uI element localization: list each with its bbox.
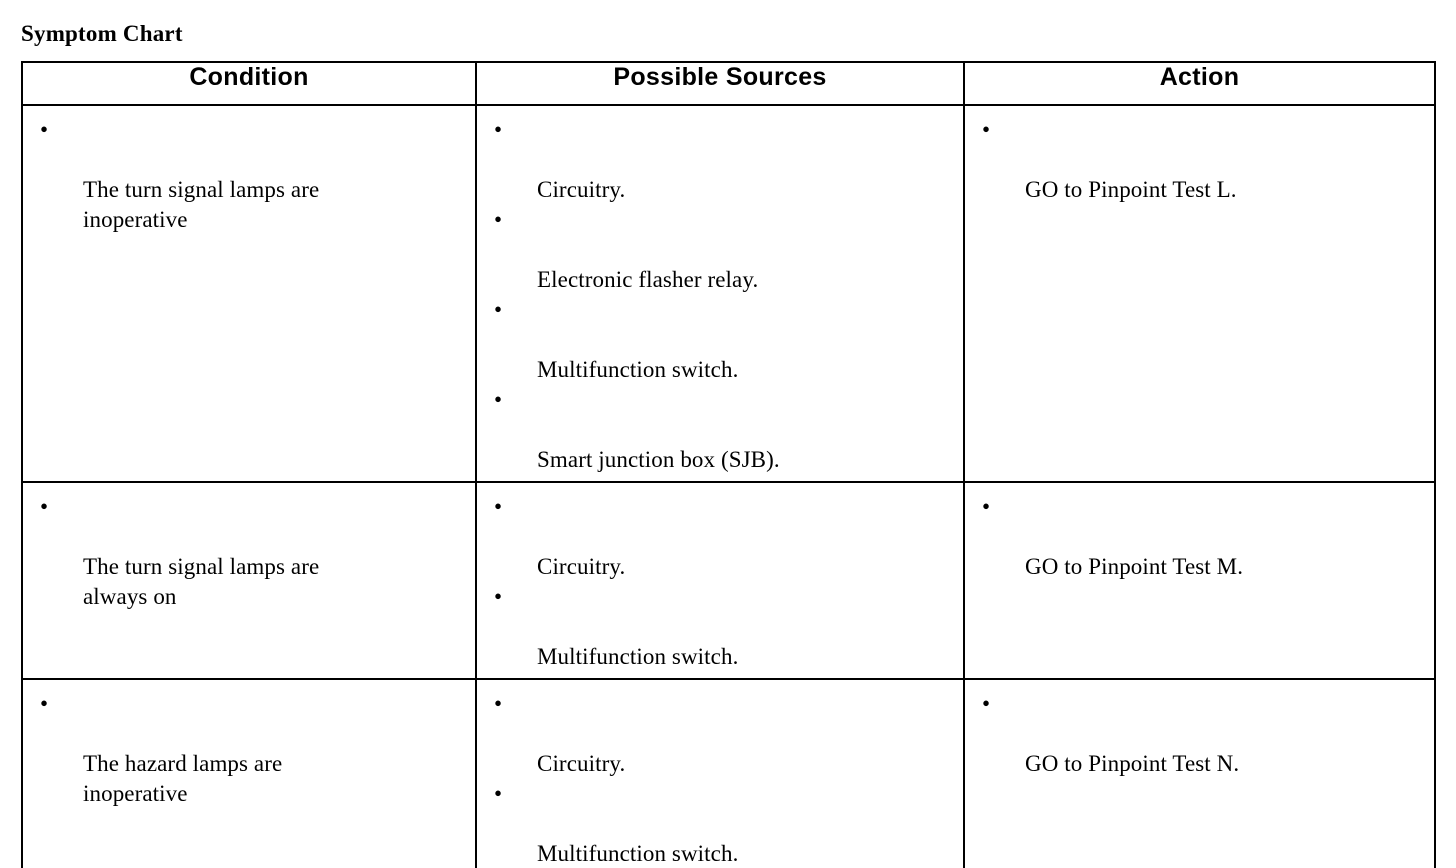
bullet-icon: • [40,494,49,519]
list-item: • GO to Pinpoint Test N. [965,689,1428,779]
table-header: Condition Possible Sources Action [21,61,1436,106]
bullet-icon: • [494,117,503,142]
list-item-text: Electronic flasher relay. [537,267,759,292]
bullet-list: • Circuitry. • Electronic flasher relay.… [477,106,963,481]
list-item: • Electronic flasher relay. [477,205,957,295]
list-item-text: The hazard lamps are inoperative [83,751,283,806]
bullet-icon: • [494,691,503,716]
cell-condition: • The turn signal lamps are inoperative [21,104,477,483]
list-item-text: Multifunction switch. [537,644,739,669]
column-header-action: Action [963,61,1436,106]
table-body: • The turn signal lamps are inoperative … [21,104,1436,868]
list-item: • Circuitry. [477,689,957,779]
bullet-icon: • [494,387,503,412]
cell-possible-sources: • Circuitry. • Multifunction switch. • S… [475,678,965,868]
list-item-text: Circuitry. [537,177,626,202]
column-header-condition: Condition [21,61,477,106]
list-item-text: GO to Pinpoint Test M. [1025,554,1244,579]
list-item-text: GO to Pinpoint Test N. [1025,751,1240,776]
symptom-chart-table: Condition Possible Sources Action • The … [21,61,1436,868]
bullet-icon: • [494,494,503,519]
bullet-list: • GO to Pinpoint Test L. [965,106,1434,211]
cell-condition: • The hazard lamps are inoperative [21,678,477,868]
column-header-possible-sources: Possible Sources [475,61,965,106]
list-item-text: The turn signal lamps are inoperative [83,177,320,232]
cell-action: • GO to Pinpoint Test M. [963,481,1436,680]
list-item-text: Multifunction switch. [537,841,739,866]
cell-condition: • The turn signal lamps are always on [21,481,477,680]
list-item-text: GO to Pinpoint Test L. [1025,177,1237,202]
list-item: • GO to Pinpoint Test M. [965,492,1428,582]
list-item-text: Smart junction box (SJB). [537,447,780,472]
cell-action: • GO to Pinpoint Test N. [963,678,1436,868]
table-header-row: Condition Possible Sources Action [21,61,1436,106]
list-item-text: Multifunction switch. [537,357,739,382]
list-item-text: The turn signal lamps are always on [83,554,320,609]
bullet-list: • The turn signal lamps are always on [23,483,475,618]
bullet-icon: • [982,691,991,716]
bullet-icon: • [982,494,991,519]
list-item: • Smart junction box (SJB). [477,385,957,475]
list-item: • Circuitry. [477,492,957,582]
table-row: • The turn signal lamps are inoperative … [21,104,1436,483]
cell-possible-sources: • Circuitry. • Electronic flasher relay.… [475,104,965,483]
bullet-list: • The turn signal lamps are inoperative [23,106,475,241]
table-row: • The turn signal lamps are always on • … [21,481,1436,680]
list-item: • The turn signal lamps are always on [23,492,469,612]
bullet-list: • GO to Pinpoint Test N. [965,680,1434,785]
list-item: • Circuitry. [477,115,957,205]
bullet-list: • The hazard lamps are inoperative [23,680,475,815]
cell-possible-sources: • Circuitry. • Multifunction switch. [475,481,965,680]
symptom-chart-page: Symptom Chart Condition Possible Sources… [21,21,1436,868]
list-item: • The hazard lamps are inoperative [23,689,469,809]
list-item-text: Circuitry. [537,751,626,776]
table-row: • The hazard lamps are inoperative • Cir… [21,678,1436,868]
bullet-list: • Circuitry. • Multifunction switch. • S… [477,680,963,868]
bullet-icon: • [40,691,49,716]
cell-action: • GO to Pinpoint Test L. [963,104,1436,483]
bullet-icon: • [40,117,49,142]
bullet-icon: • [494,584,503,609]
bullet-icon: • [494,781,503,806]
list-item: • Multifunction switch. [477,295,957,385]
list-item: • GO to Pinpoint Test L. [965,115,1428,205]
list-item: • Multifunction switch. [477,779,957,868]
bullet-icon: • [494,207,503,232]
bullet-list: • GO to Pinpoint Test M. [965,483,1434,588]
list-item: • The turn signal lamps are inoperative [23,115,469,235]
bullet-icon: • [494,297,503,322]
page-title: Symptom Chart [21,21,183,46]
list-item: • Multifunction switch. [477,582,957,672]
bullet-list: • Circuitry. • Multifunction switch. [477,483,963,678]
list-item-text: Circuitry. [537,554,626,579]
bullet-icon: • [982,117,991,142]
